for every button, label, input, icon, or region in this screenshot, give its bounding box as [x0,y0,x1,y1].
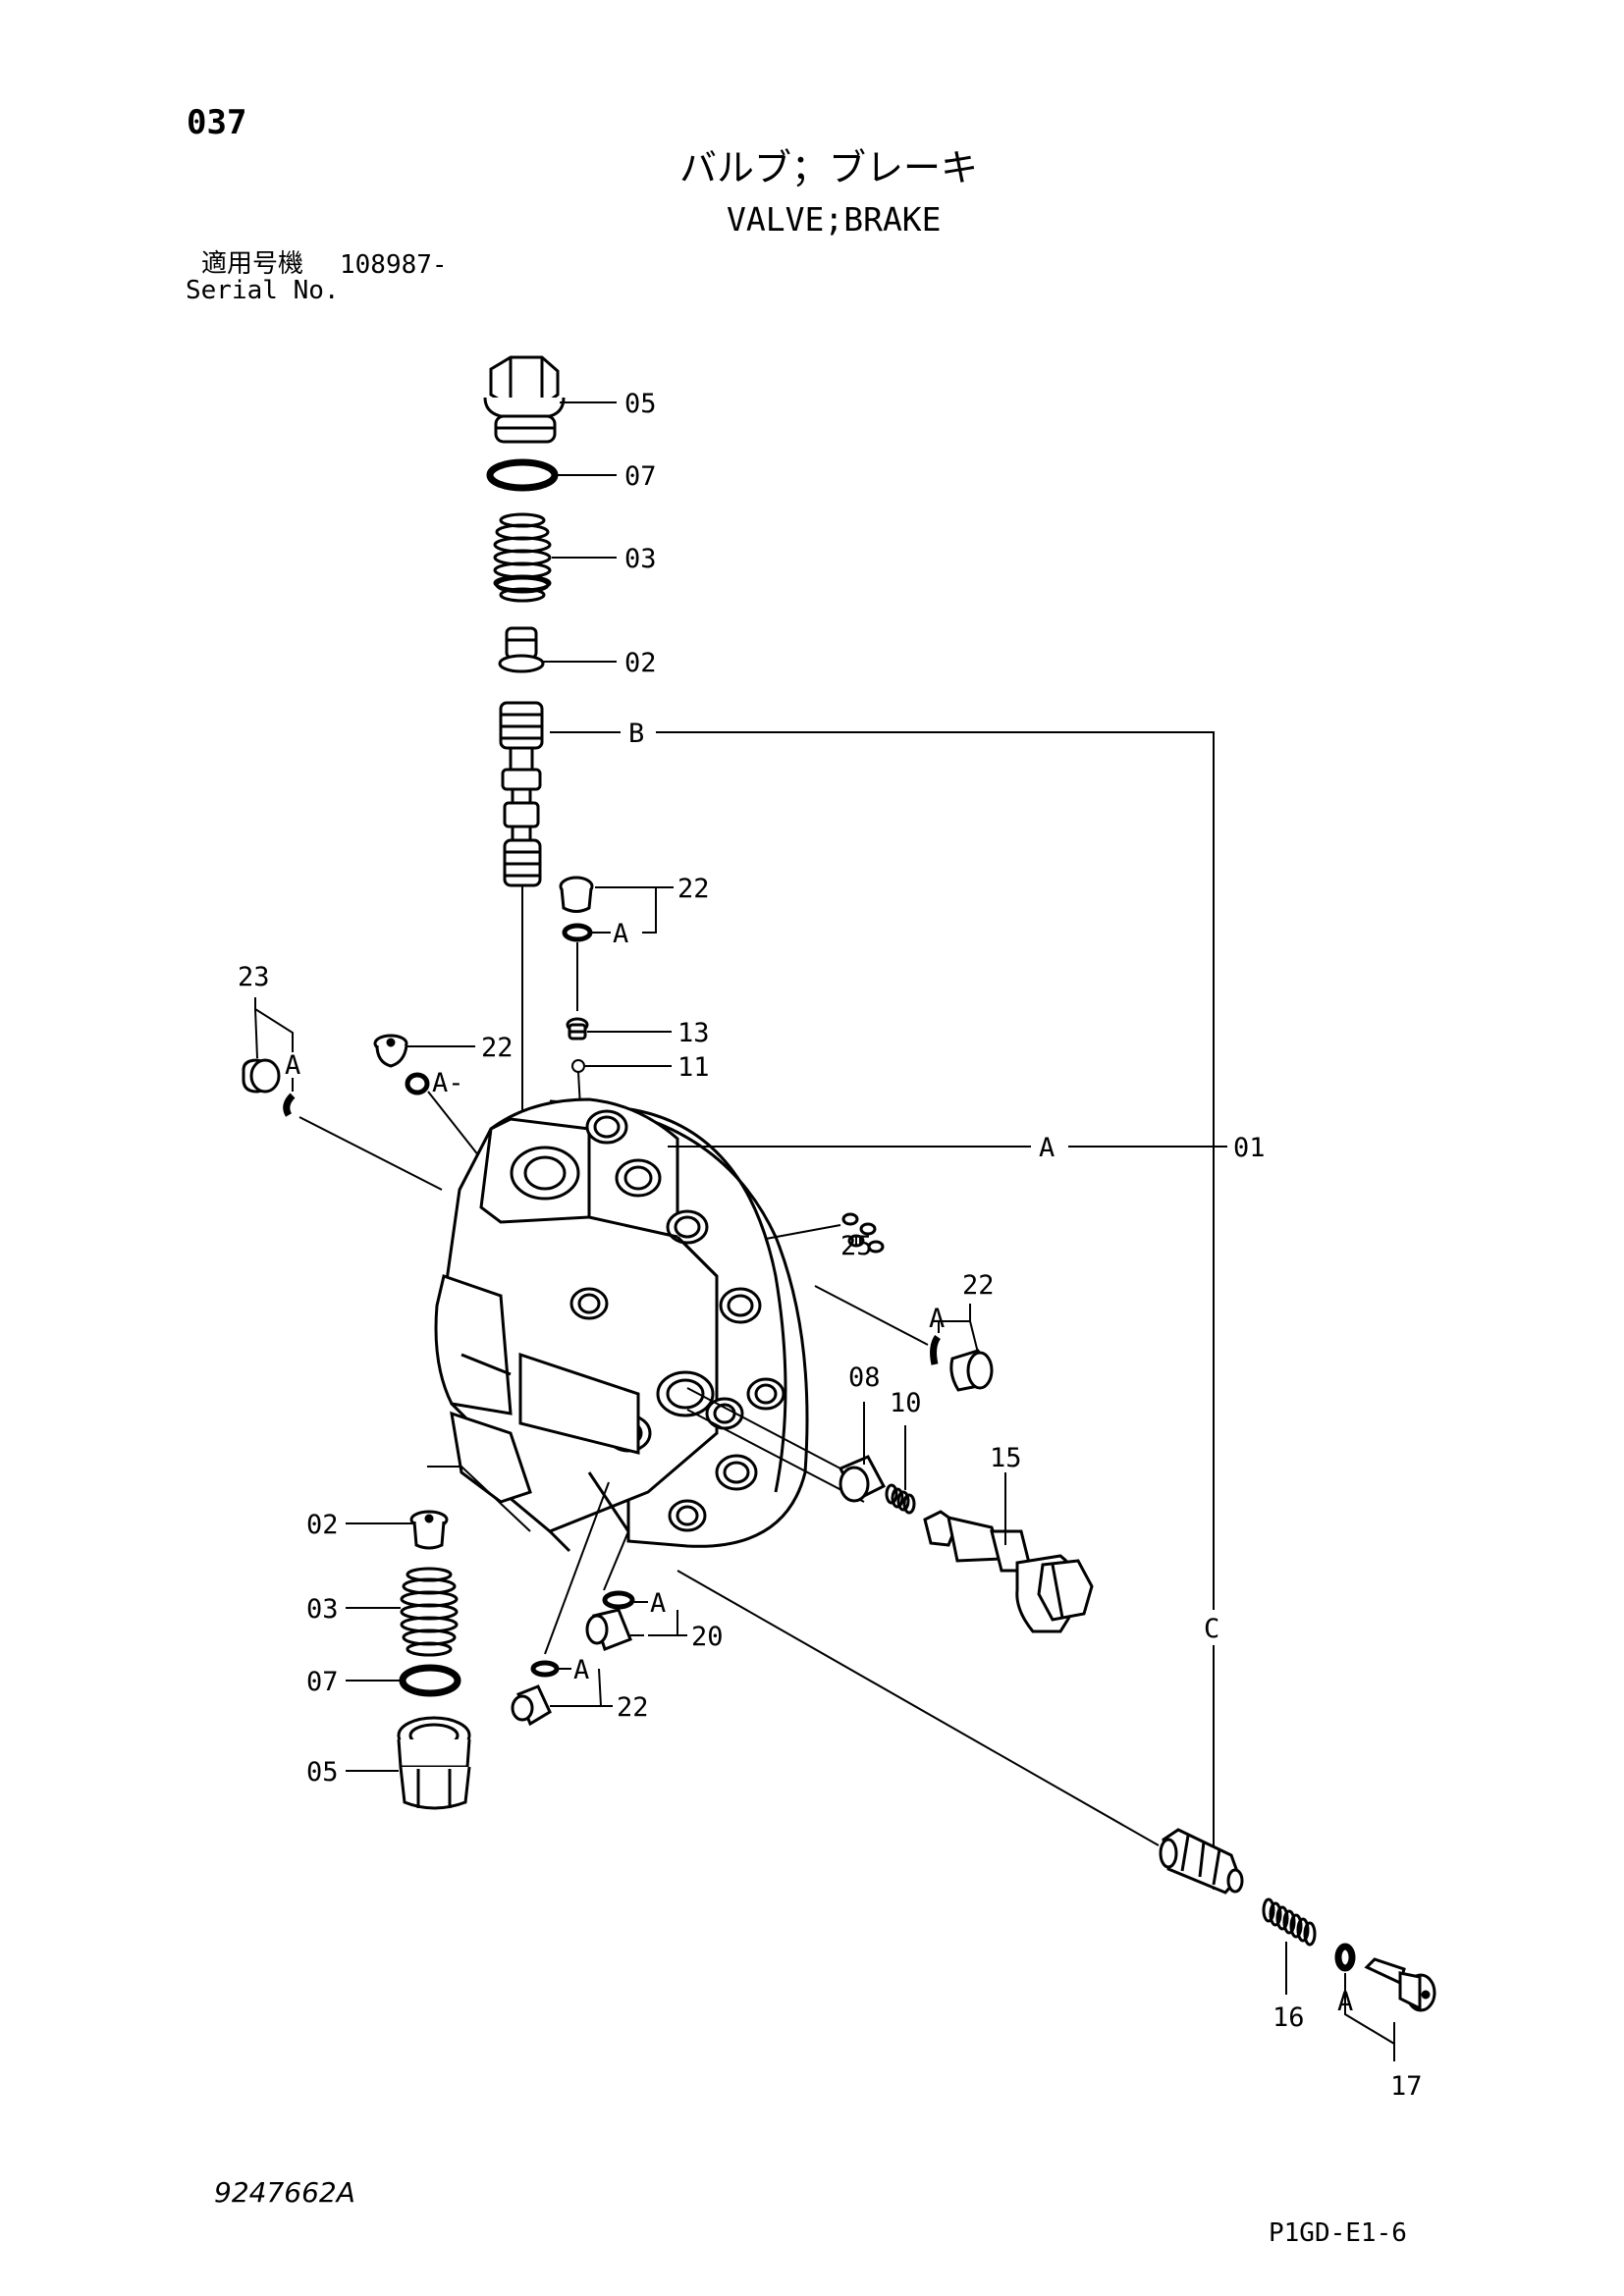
o-ring-bottom-part [399,1664,461,1697]
plug-22-bottom-part [511,1684,552,1727]
o-ring-22-right-part [930,1334,941,1365]
drawing-number: 9247662A [214,2176,355,2209]
leader-lines [254,401,1395,2061]
callout-08: 08 [848,1362,881,1393]
serial-label-japanese: 適用号機 [201,249,304,279]
spring-top-part [493,512,552,603]
o-ring-20-part [602,1590,635,1610]
callout-a-17: A [1337,1987,1353,2017]
plug-22-top-part [559,876,594,913]
plug-23-part [242,1058,281,1094]
plug-top-part [483,355,566,444]
o-ring-23-part [283,1093,296,1117]
plug-bottom-part [397,1716,471,1810]
spring-bottom-part [400,1567,459,1657]
callout-a-22a: A [613,919,628,949]
plug-17-part [1364,1957,1436,2012]
callout-11: 11 [677,1052,710,1083]
callout-a-01: A [1039,1133,1055,1163]
title-japanese: バルブ；ブレーキ [679,146,979,189]
spring-10-part [885,1483,916,1515]
callout-a-20: A [650,1588,666,1619]
o-ring-top-part [486,458,559,492]
callout-02-bottom: 02 [306,1510,339,1540]
pilot-spool-part [1159,1828,1244,1895]
callout-22-a: 22 [677,874,710,904]
callout-23: 23 [238,962,270,992]
callout-05-bottom: 05 [306,1757,339,1788]
callout-03-top: 03 [624,544,657,574]
serial-value: 108987- [340,250,448,280]
callout-a-22c: A [929,1304,945,1334]
spool-part [499,701,544,887]
plug-20-part [585,1608,632,1651]
callout-17: 17 [1390,2071,1423,2102]
callout-a-22b: A- [432,1068,464,1098]
callout-13: 13 [677,1018,710,1048]
callout-a-23: A [285,1050,300,1081]
plug-22-left-part [373,1034,408,1068]
callout-15: 15 [990,1443,1022,1473]
callout-22-d: 22 [617,1692,649,1723]
callout-b: B [628,719,644,749]
callout-07-top: 07 [624,461,657,492]
callout-05-top: 05 [624,389,657,419]
o-ring-22-left-part [405,1072,430,1095]
callout-02-top: 02 [624,648,657,678]
page-reference: P1GD-E1-6 [1269,2218,1407,2248]
page-code: 037 [187,103,247,142]
callout-25: 25 [840,1231,873,1261]
callout-07-bottom: 07 [306,1667,339,1697]
plug-15-part [923,1510,1094,1633]
valve-body-part [434,1097,809,1553]
callout-a-22d: A [573,1655,589,1685]
serial-label-english: Serial No. [186,276,340,305]
spring-16-part [1262,1897,1317,1947]
sleeve-08-part [838,1455,887,1503]
callout-16: 16 [1272,2002,1305,2033]
callout-20: 20 [691,1622,724,1652]
ball-11-part [571,1059,585,1073]
plug-13-part [566,1017,589,1041]
title-english: VALVE;BRAKE [727,200,942,239]
callout-03-bottom: 03 [306,1594,339,1625]
plug-22-right-part [949,1349,994,1392]
callout-22-b: 22 [481,1033,514,1063]
poppet-bottom-part [409,1510,449,1550]
callout-10: 10 [890,1388,922,1418]
callout-22-c: 22 [962,1270,995,1301]
callout-01: 01 [1233,1133,1266,1163]
o-ring-17-part [1334,1943,1356,1972]
o-ring-22-bottom-part [530,1660,560,1678]
callout-c: C [1204,1614,1219,1644]
o-ring-22-top-part [562,923,593,942]
poppet-top-part [498,626,545,673]
